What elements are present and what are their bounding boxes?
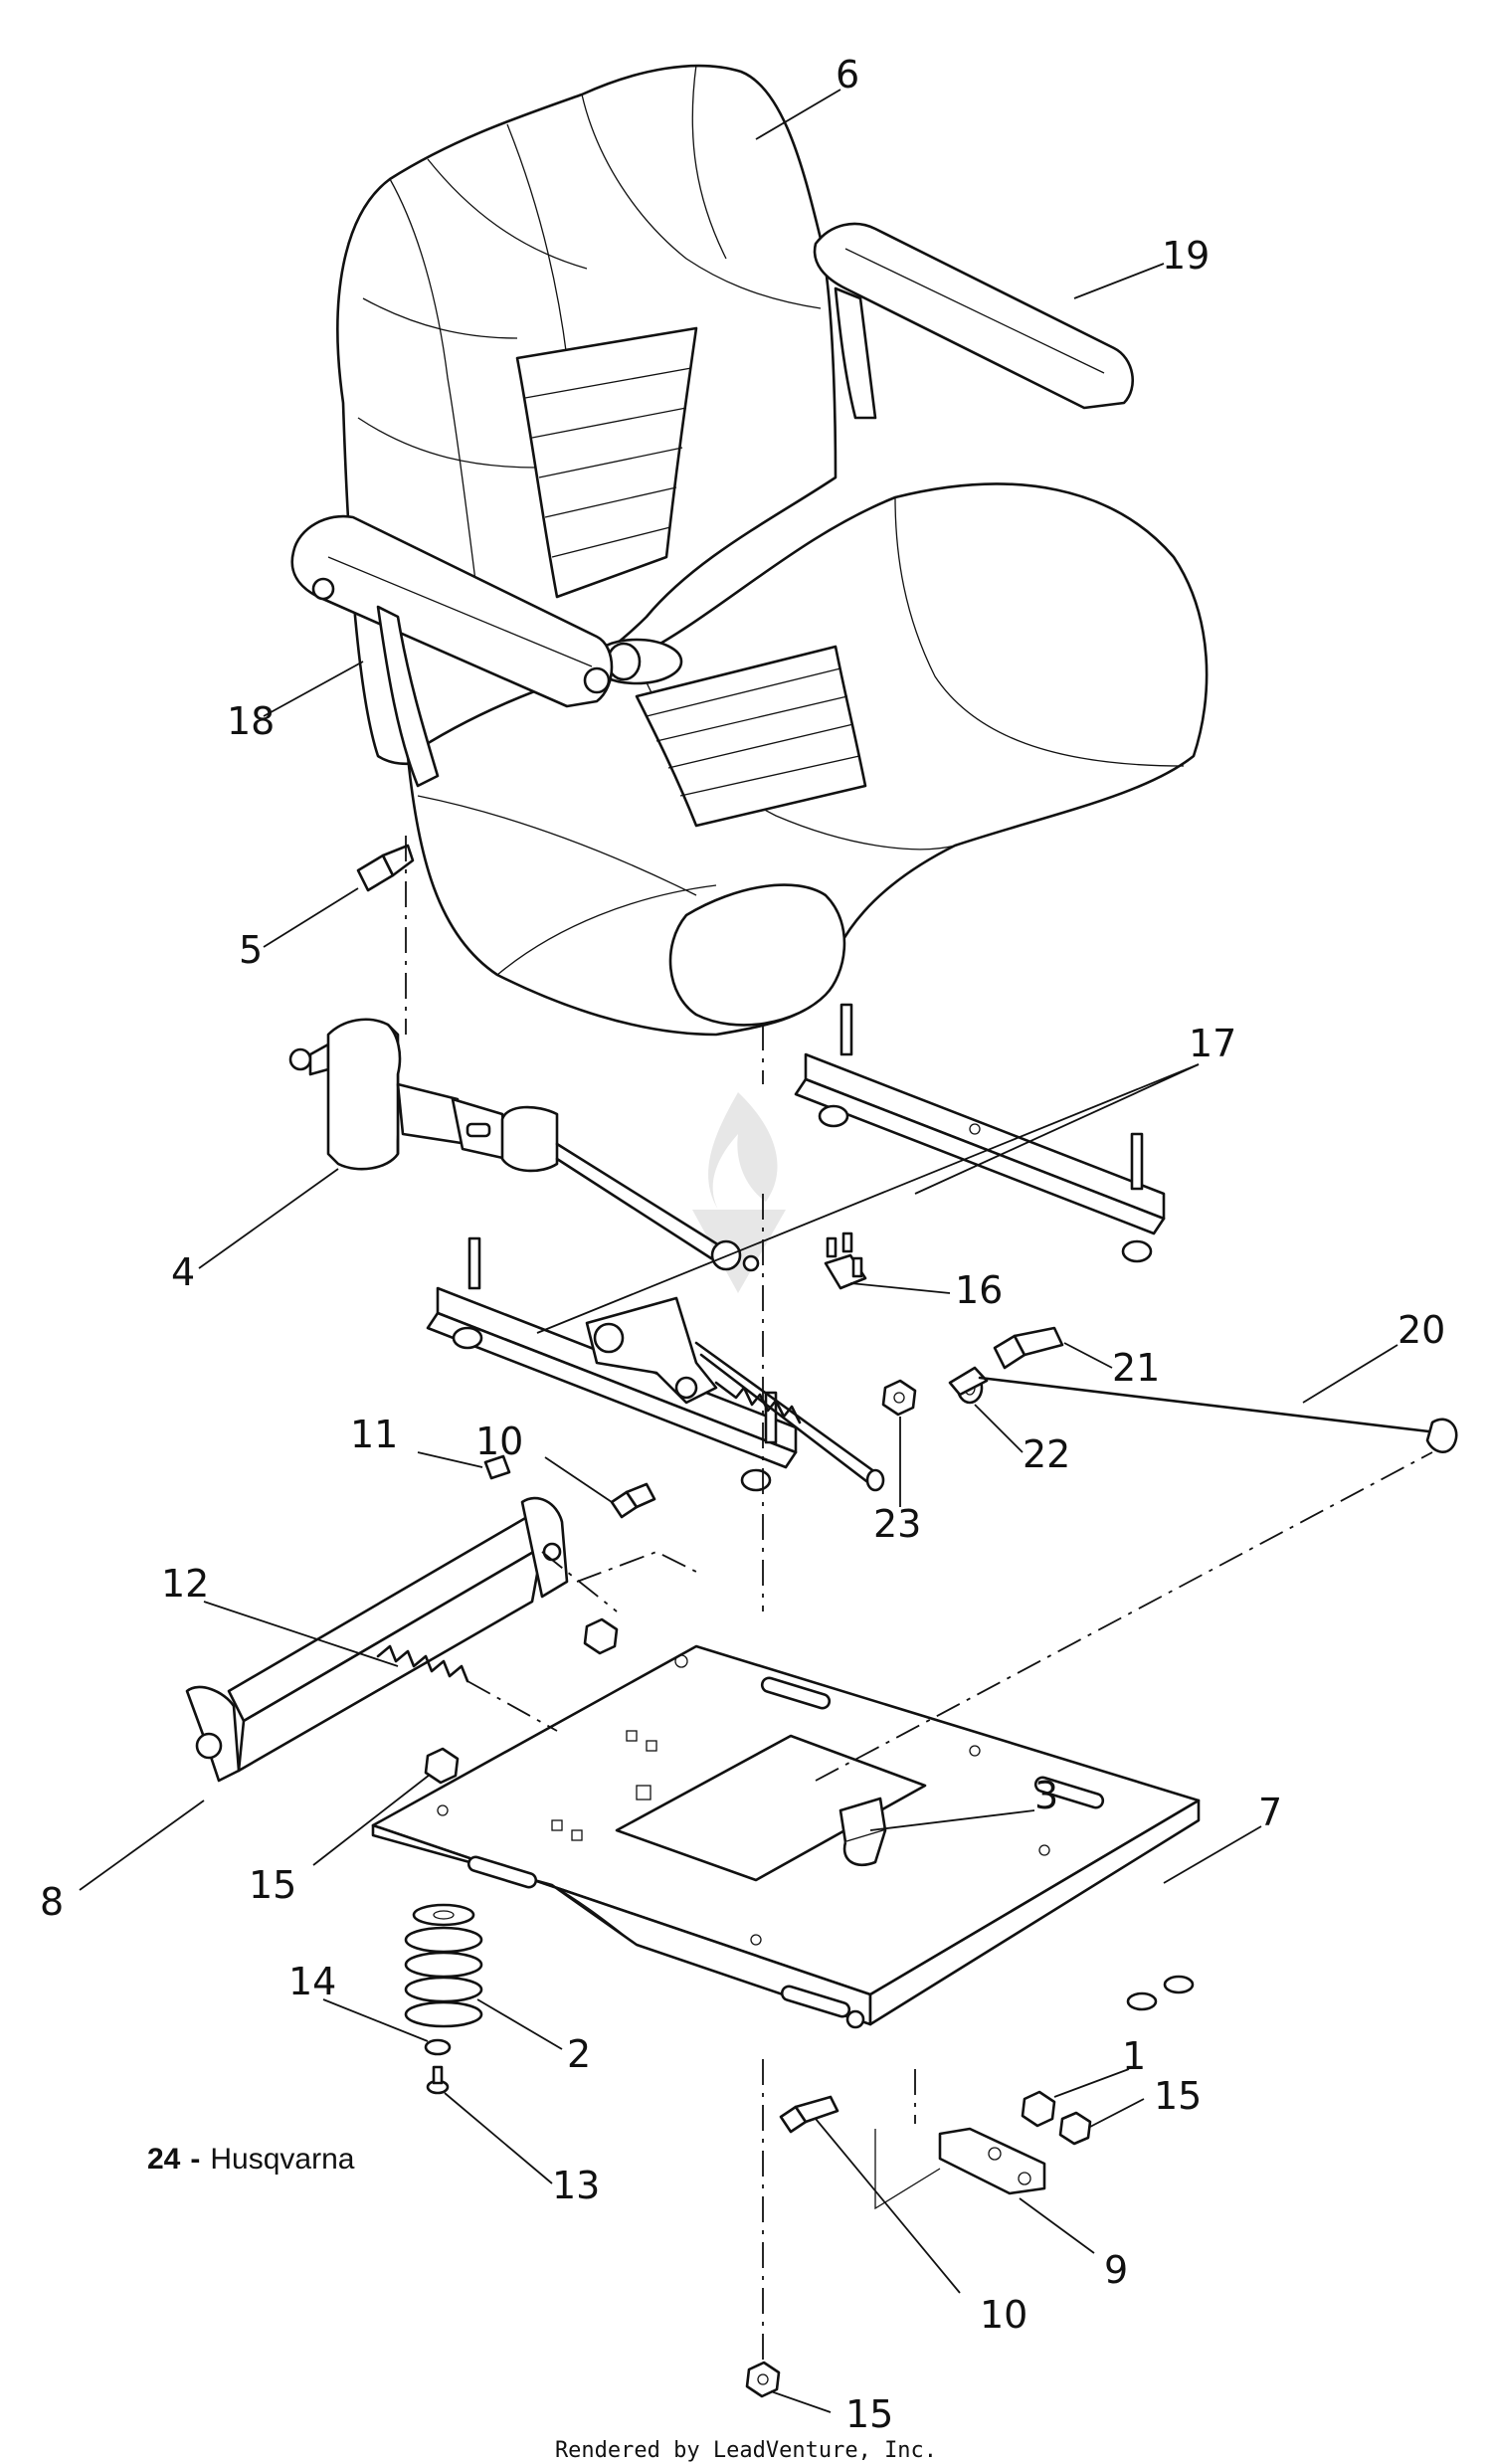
callout-6: 6: [836, 53, 859, 96]
nut-1: [1021, 2090, 1056, 2128]
callout-10-top: 10: [475, 1420, 523, 1463]
spring-2: [404, 1903, 483, 2028]
callout-4: 4: [171, 1250, 195, 1294]
callout-21: 21: [1112, 1346, 1160, 1390]
nut-23: [881, 1379, 917, 1417]
bolt-10-bottom: [779, 2095, 839, 2134]
nut-15-bottom: [745, 2361, 781, 2398]
spacer-right: [1126, 1975, 1195, 2011]
seat-plate: [371, 1644, 1201, 2029]
callout-23: 23: [873, 1502, 921, 1546]
callout-2: 2: [567, 2032, 591, 2076]
callout-5: 5: [239, 928, 263, 972]
footer-credit: Rendered by LeadVenture, Inc.: [555, 2438, 937, 2463]
callout-1: 1: [1122, 2034, 1146, 2078]
nut-center: [583, 1617, 619, 1655]
callout-19: 19: [1162, 234, 1210, 278]
part-label-brand: Husqvarna: [210, 2143, 354, 2176]
callout-12: 12: [161, 1562, 209, 1606]
callout-15-bottom: 15: [845, 2392, 893, 2436]
bracket-9: [874, 2127, 1046, 2210]
callout-15-left: 15: [249, 1863, 296, 1907]
callout-15-right: 15: [1154, 2074, 1202, 2118]
callout-8: 8: [40, 1880, 64, 1924]
callout-3: 3: [1034, 1774, 1058, 1817]
seat-switch: [824, 1232, 867, 1290]
callout-11: 11: [350, 1413, 398, 1456]
part-label: 24-Husqvarna: [147, 2143, 355, 2176]
bolt-21: [993, 1326, 1064, 1370]
nut-15-left: [424, 1747, 460, 1785]
callout-22: 22: [1023, 1432, 1070, 1476]
callout-10-bottom: 10: [980, 2293, 1027, 2337]
nut-15-right: [1058, 2111, 1092, 2146]
bolt-5: [356, 844, 415, 892]
callout-14: 14: [288, 1960, 336, 2003]
seat-rail-right: [794, 1003, 1166, 1263]
callout-9: 9: [1104, 2248, 1128, 2292]
bolt-10-top: [610, 1482, 656, 1519]
callout-18: 18: [227, 699, 275, 743]
callout-7: 7: [1258, 1791, 1282, 1834]
seat-rail-left: [426, 1236, 885, 1492]
pad-11: [483, 1454, 511, 1480]
callout-17: 17: [1189, 1022, 1236, 1065]
callout-16: 16: [955, 1268, 1003, 1312]
lever-bracket-8: [185, 1496, 569, 1783]
switch-3: [839, 1797, 887, 1867]
seat: [290, 64, 1209, 1037]
bolt-13: [426, 2065, 450, 2095]
assembly-lines: [405, 836, 1433, 2363]
callout-20: 20: [1398, 1308, 1445, 1352]
spring-12: [376, 1644, 469, 1683]
callout-13: 13: [552, 2164, 600, 2207]
seat-belt-retractor: [288, 1018, 760, 1272]
part-label-number: 24: [147, 2143, 181, 2176]
cable-20: [948, 1366, 1458, 1453]
leader-lines: [79, 89, 1399, 2413]
washer-14: [424, 2038, 452, 2056]
